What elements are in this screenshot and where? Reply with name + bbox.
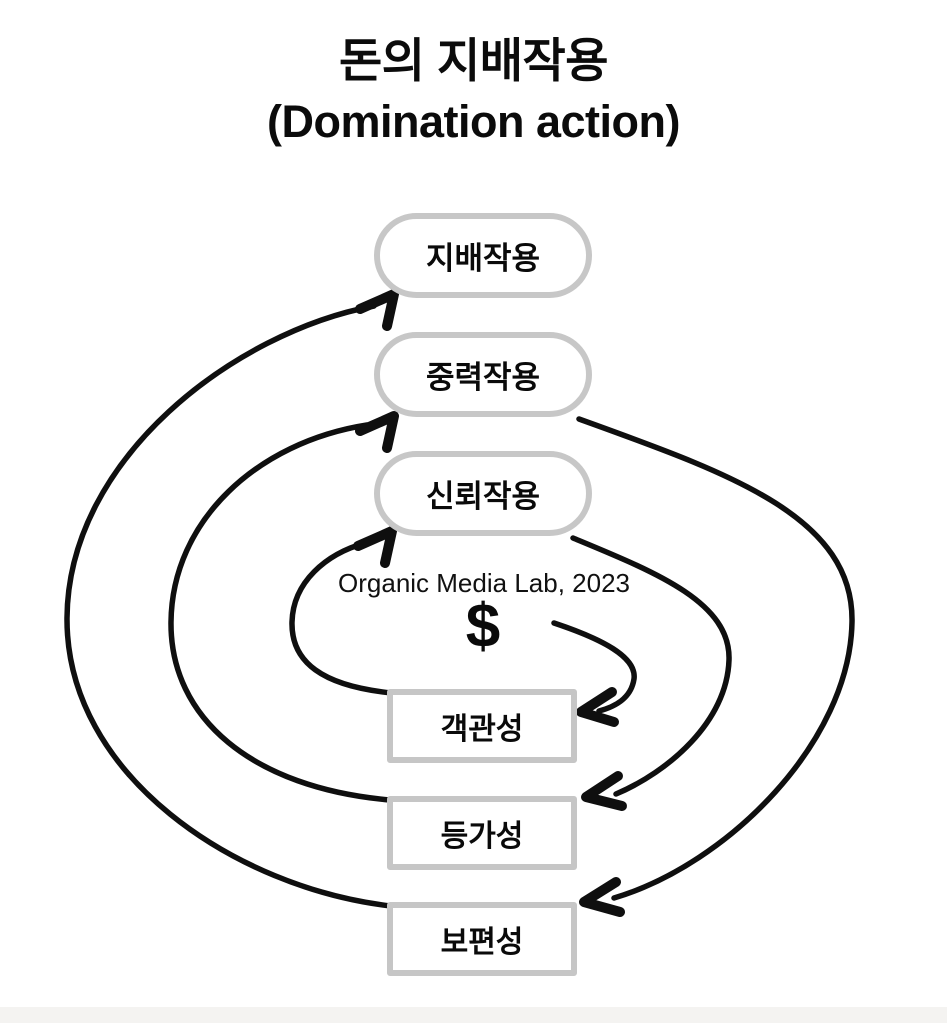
watermark-credit: Organic Media Lab, 2023	[338, 568, 630, 598]
edge-trust-to-equivalence	[570, 535, 732, 797]
arrowhead-into-objectivity	[576, 687, 619, 727]
arrowhead-into-trust	[353, 526, 397, 568]
arrowhead-into-equivalence	[581, 771, 627, 811]
node-objectivity: 객관성	[387, 689, 577, 763]
node-universality: 보편성	[387, 902, 577, 976]
node-gravity-action: 중력작용	[374, 332, 592, 417]
node-trust-label: 신뢰작용	[425, 479, 541, 514]
node-objectivity-label: 객관성	[440, 713, 524, 746]
node-universality-label: 보편성	[440, 926, 524, 959]
arrowhead-into-gravity	[355, 411, 399, 453]
edge-money-to-objectivity	[551, 620, 637, 714]
node-trust-action: 신뢰작용	[374, 451, 592, 536]
node-gravity-label: 중력작용	[425, 360, 541, 395]
node-domination-label: 지배작용	[425, 241, 541, 276]
edge-objectivity-to-trust	[289, 540, 395, 696]
page-title: 돈의 지배작용 (Domination action)	[0, 30, 947, 151]
node-domination-action: 지배작용	[374, 213, 592, 298]
edge-universality-to-domination	[64, 303, 394, 909]
edge-equivalence-to-gravity	[168, 422, 393, 803]
node-equivalence-label: 등가성	[440, 820, 524, 853]
title-korean: 돈의 지배작용	[339, 34, 609, 87]
arrowhead-into-domination	[355, 289, 399, 331]
title-english: (Domination action)	[267, 96, 680, 148]
node-equivalence: 등가성	[387, 796, 577, 870]
arrowhead-into-universality	[579, 877, 625, 917]
footer-strip	[0, 1007, 947, 1023]
edge-gravity-to-universality	[576, 416, 855, 901]
dollar-sign: $	[465, 592, 501, 661]
